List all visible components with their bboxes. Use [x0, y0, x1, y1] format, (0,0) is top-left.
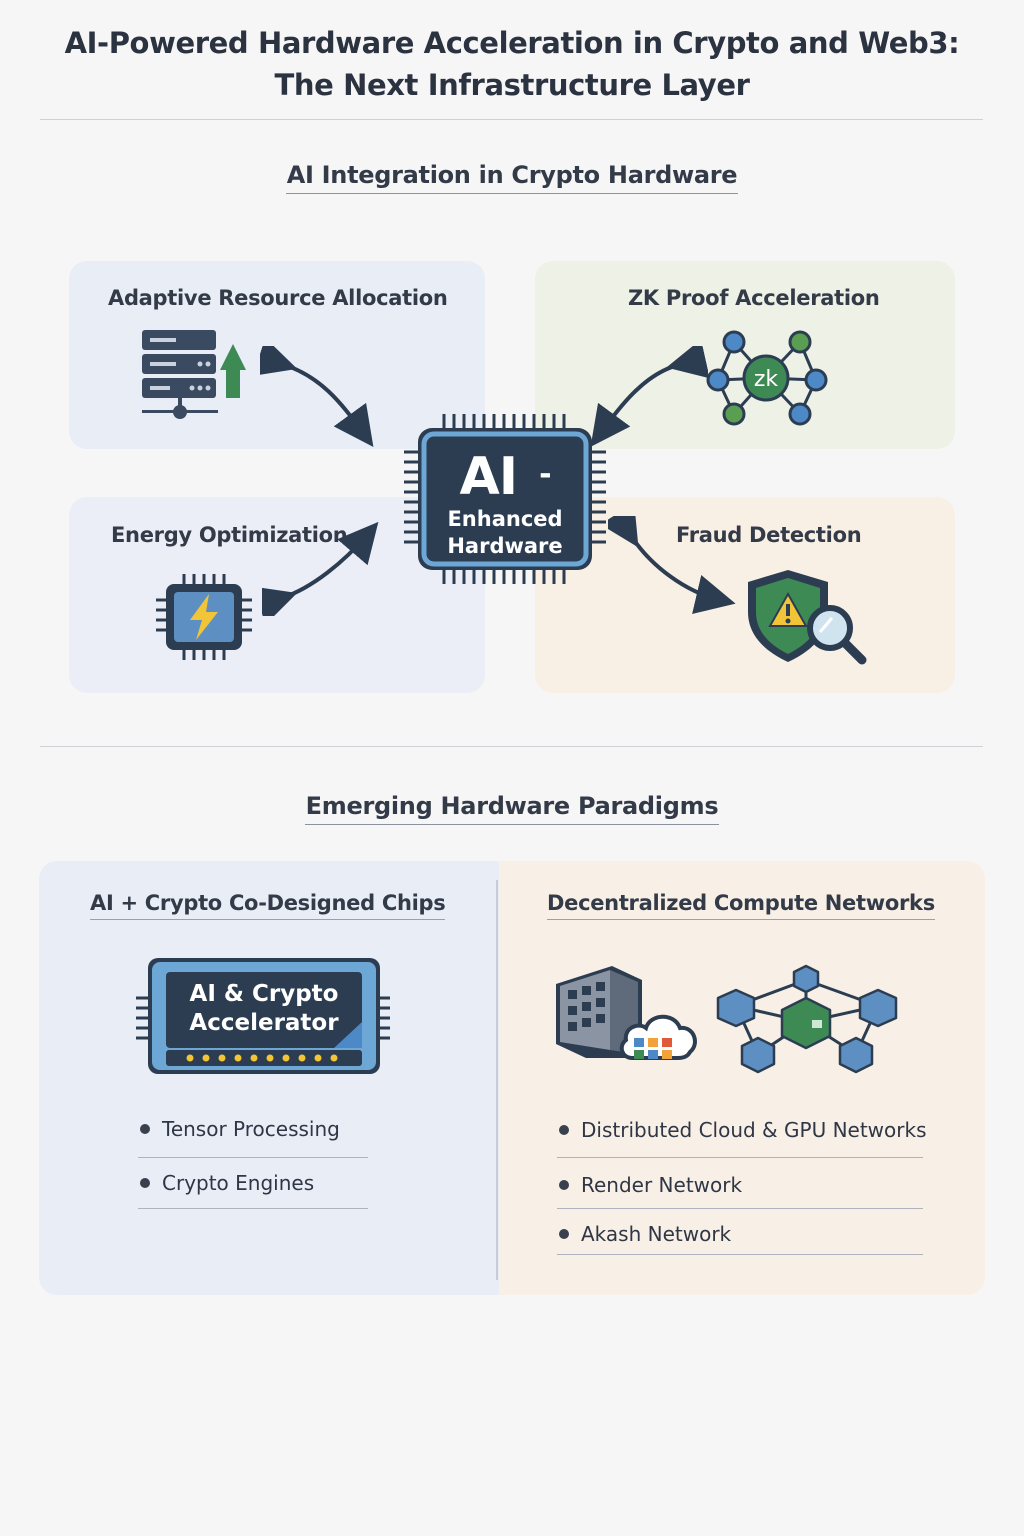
zk-label: zk	[754, 367, 779, 392]
quadrant-label-adaptive-resource-allocation: Adaptive Resource Allocation	[108, 286, 448, 310]
panel-co-designed-chips	[39, 861, 499, 1295]
quadrant-label-zk-proof-acceleration: ZK Proof Acceleration	[628, 286, 880, 310]
accelerator-line-2: Accelerator	[189, 1010, 339, 1036]
shield-magnifier-icon	[744, 566, 870, 668]
list-divider	[138, 1157, 368, 1158]
bullet-icon	[559, 1180, 569, 1190]
list-item: Crypto Engines	[140, 1171, 314, 1195]
list-item: Render Network	[559, 1173, 742, 1197]
page-title-line-1: AI-Powered Hardware Acceleration in Cryp…	[64, 26, 960, 60]
co-designed-chips-title: AI + Crypto Co-Designed Chips	[90, 891, 446, 920]
bullet-icon	[559, 1229, 569, 1239]
building-cloud-icon	[552, 962, 702, 1066]
decentralized-network-cubes-icon	[712, 962, 904, 1074]
list-item: Akash Network	[559, 1222, 731, 1246]
chip-ai-label: AI	[459, 447, 518, 507]
zk-network-icon: zk	[704, 330, 832, 428]
accelerator-line-1: AI & Crypto	[189, 981, 339, 1007]
page-title-line-2: The Next Infrastructure Layer	[274, 68, 750, 102]
chip-line-2: Hardware	[447, 534, 563, 558]
panel-decentralized-compute	[499, 861, 985, 1295]
panel-vertical-divider	[496, 880, 498, 1280]
page-title: AI-Powered Hardware Acceleration in Cryp…	[0, 22, 1024, 106]
arrow-energy-to-chip	[262, 516, 392, 616]
panel-fraud-detection	[535, 497, 955, 693]
chip-dash: -	[539, 457, 551, 492]
bullet-icon	[140, 1178, 150, 1188]
arrow-zk-to-chip	[578, 346, 708, 456]
list-divider	[557, 1254, 923, 1255]
list-item: Distributed Cloud & GPU Networks	[559, 1118, 927, 1142]
paradigms-section-title: Emerging Hardware Paradigms	[0, 792, 1024, 825]
list-divider	[138, 1208, 368, 1209]
decentralized-compute-title: Decentralized Compute Networks	[547, 891, 935, 920]
section-divider	[40, 746, 983, 747]
bullet-icon	[559, 1125, 569, 1135]
arrow-fraud-to-chip	[608, 516, 738, 616]
list-item: Tensor Processing	[140, 1117, 340, 1141]
server-rack-arrow-up-icon	[138, 328, 250, 422]
list-divider	[557, 1157, 923, 1158]
header-divider	[40, 119, 983, 120]
integration-section-title: AI Integration in Crypto Hardware	[0, 161, 1024, 194]
list-divider	[557, 1208, 923, 1209]
lightning-chip-icon	[154, 572, 256, 662]
bullet-icon	[140, 1124, 150, 1134]
chip-line-1: Enhanced	[447, 507, 563, 531]
arrow-adaptive-to-chip	[260, 346, 390, 456]
